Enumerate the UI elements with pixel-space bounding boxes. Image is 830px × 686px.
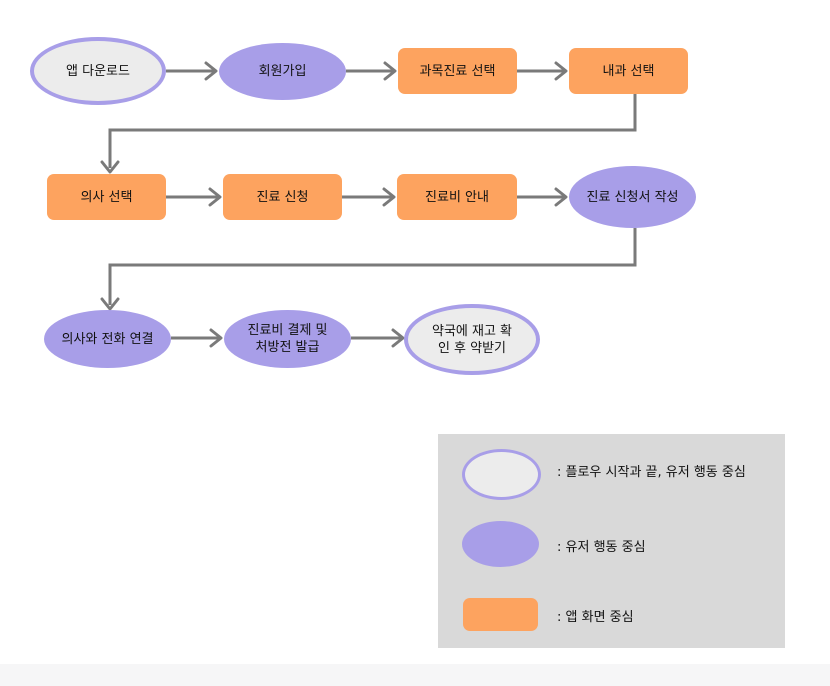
node-label: 앱 다운로드 — [66, 63, 130, 79]
legend-terminal-label: : 플로우 시작과 끝, 유저 행동 중심 — [557, 465, 746, 480]
arrow-application-to-call — [108, 228, 637, 305]
arrowhead-7 — [554, 187, 568, 207]
arrowhead-1 — [204, 61, 218, 81]
node-write-application: 진료 신청서 작성 — [569, 166, 696, 228]
node-fee-notice: 진료비 안내 — [397, 174, 517, 220]
node-select-internal-medicine: 내과 선택 — [569, 48, 688, 94]
legend-user-action-label: : 유저 행동 중심 — [557, 540, 646, 555]
arrowhead-4 — [100, 160, 120, 174]
arrowhead-9 — [209, 328, 223, 348]
node-sign-up: 회원가입 — [219, 43, 346, 100]
node-label: 의사와 전화 연결 — [61, 331, 154, 347]
arrowhead-3 — [554, 61, 568, 81]
bottom-strip — [0, 664, 830, 686]
node-call-doctor: 의사와 전화 연결 — [44, 310, 171, 368]
legend-app-screen-swatch — [463, 598, 538, 631]
arrowhead-6 — [382, 187, 396, 207]
node-label: 진료비 결제 및 처방전 발급 — [247, 323, 328, 355]
legend-app-screen-label: : 앱 화면 중심 — [557, 610, 634, 625]
node-request-consultation: 진료 신청 — [223, 174, 342, 220]
node-app-download: 앱 다운로드 — [30, 37, 166, 105]
arrowhead-2 — [383, 61, 397, 81]
node-select-department: 과목진료 선택 — [398, 48, 517, 94]
node-payment-prescription: 진료비 결제 및 처방전 발급 — [224, 310, 351, 368]
node-label: 회원가입 — [258, 64, 307, 79]
node-label: 과목진료 선택 — [419, 63, 496, 79]
legend-user-action-swatch — [462, 521, 539, 567]
node-label: 진료 신청 — [256, 189, 309, 205]
node-label: 약국에 재고 확 인 후 약받기 — [431, 323, 513, 356]
node-label: 내과 선택 — [602, 63, 655, 79]
arrow-internal-to-doctor — [108, 94, 637, 168]
legend-panel: : 플로우 시작과 끝, 유저 행동 중심 : 유저 행동 중심 : 앱 화면 … — [438, 434, 785, 648]
arrowhead-5 — [208, 187, 222, 207]
arrowhead-8 — [100, 297, 120, 311]
node-label: 진료비 안내 — [425, 189, 489, 205]
node-label: 의사 선택 — [80, 189, 133, 205]
arrowhead-10 — [391, 328, 405, 348]
legend-terminal-swatch — [462, 449, 541, 500]
node-label: 진료 신청서 작성 — [586, 189, 679, 205]
node-select-doctor: 의사 선택 — [47, 174, 166, 220]
node-pharmacy-pickup: 약국에 재고 확 인 후 약받기 — [404, 304, 540, 375]
